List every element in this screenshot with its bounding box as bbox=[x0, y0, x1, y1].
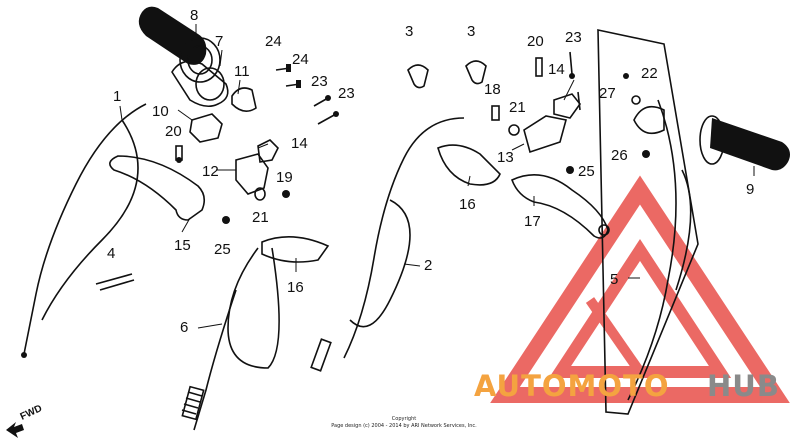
housing-half bbox=[231, 87, 257, 112]
callout-22: 22 bbox=[641, 65, 658, 82]
switch-assembly-outline bbox=[597, 29, 699, 415]
watermark-word-1: AUTOMOTO bbox=[474, 369, 669, 403]
callout-21-left: 21 bbox=[252, 209, 269, 226]
callout-11: 11 bbox=[234, 63, 250, 80]
watermark-logo bbox=[490, 175, 790, 403]
callout-4: 4 bbox=[107, 245, 115, 262]
cover-16-centre bbox=[437, 144, 501, 186]
callout-24-b: 24 bbox=[292, 51, 309, 68]
switch-14-left bbox=[257, 139, 279, 163]
callout-labels: 1 2 3 3 4 5 6 7 8 9 10 11 12 13 14 14 15… bbox=[107, 7, 754, 336]
callout-9: 9 bbox=[746, 181, 754, 198]
callout-3a: 3 bbox=[405, 23, 413, 40]
copyright-line1: Copyright bbox=[392, 416, 416, 422]
cable-clip bbox=[95, 273, 135, 291]
callout-6: 6 bbox=[180, 319, 188, 336]
nut-25-right bbox=[566, 166, 574, 174]
bolt-20-centre bbox=[535, 57, 543, 77]
fwd-label: FWD bbox=[19, 403, 44, 423]
callout-21-centre: 21 bbox=[509, 99, 526, 116]
brake-cable bbox=[310, 117, 465, 372]
washer-21-left bbox=[254, 187, 266, 201]
lever-holder-13 bbox=[523, 115, 567, 154]
left-grip bbox=[138, 6, 221, 83]
lever-pivot bbox=[598, 224, 610, 236]
forward-arrow: FWD bbox=[6, 403, 44, 438]
clutch-lever bbox=[109, 155, 206, 221]
throttle-cable bbox=[181, 247, 280, 431]
screws-24 bbox=[275, 64, 301, 88]
clutch-cable bbox=[21, 103, 147, 358]
clips-3 bbox=[407, 60, 487, 89]
screw-19 bbox=[282, 190, 290, 198]
screws-23-left bbox=[313, 95, 339, 125]
callout-16-left: 16 bbox=[287, 279, 304, 296]
bolt-20-left bbox=[175, 145, 183, 163]
cover-16-left bbox=[261, 236, 330, 263]
callout-25-left: 25 bbox=[214, 241, 231, 258]
callout-10: 10 bbox=[152, 103, 169, 120]
switch-14-right bbox=[553, 93, 582, 119]
washer-21-centre bbox=[508, 124, 520, 136]
copyright-line2: Page design (c) 2004 - 2014 by ARI Netwo… bbox=[331, 423, 477, 429]
callout-23-a: 23 bbox=[311, 73, 328, 90]
callout-16-centre: 16 bbox=[459, 196, 476, 213]
callout-7: 7 bbox=[215, 33, 223, 50]
lever-holder bbox=[235, 153, 269, 195]
right-grip bbox=[699, 115, 790, 171]
callout-27: 27 bbox=[599, 85, 616, 102]
callout-14-left: 14 bbox=[291, 135, 308, 152]
callout-26: 26 bbox=[611, 147, 628, 164]
callout-19: 19 bbox=[276, 169, 293, 186]
callout-23-c: 23 bbox=[565, 29, 582, 46]
leader-lines bbox=[119, 24, 755, 329]
callout-2: 2 bbox=[424, 257, 432, 274]
throttle-tube bbox=[171, 60, 229, 108]
callout-20-left: 20 bbox=[165, 123, 182, 140]
callout-1: 1 bbox=[113, 88, 121, 105]
callout-3b: 3 bbox=[467, 23, 475, 40]
screws-23-centre bbox=[569, 51, 581, 111]
callout-8: 8 bbox=[190, 7, 198, 24]
callout-13: 13 bbox=[497, 149, 514, 166]
callout-15: 15 bbox=[174, 237, 191, 254]
callout-18: 18 bbox=[484, 81, 501, 98]
callout-12: 12 bbox=[202, 163, 219, 180]
small-parts-right bbox=[623, 73, 665, 158]
callout-25-right: 25 bbox=[578, 163, 595, 180]
callout-14-right: 14 bbox=[548, 61, 565, 78]
callout-20-centre: 20 bbox=[527, 33, 544, 50]
copyright: Copyright Page design (c) 2004 - 2014 by… bbox=[331, 416, 477, 429]
callout-5: 5 bbox=[610, 271, 618, 288]
bolt-18 bbox=[491, 105, 500, 121]
switch-cable bbox=[627, 99, 692, 401]
watermark-text: AUTOMOTO HUB bbox=[474, 369, 780, 403]
callout-17: 17 bbox=[524, 213, 541, 230]
watermark-word-2: HUB bbox=[707, 369, 780, 403]
callout-23-b: 23 bbox=[338, 85, 355, 102]
nut-25-left bbox=[222, 216, 230, 224]
lever-bracket bbox=[189, 113, 223, 143]
callout-24-a: 24 bbox=[265, 33, 282, 50]
